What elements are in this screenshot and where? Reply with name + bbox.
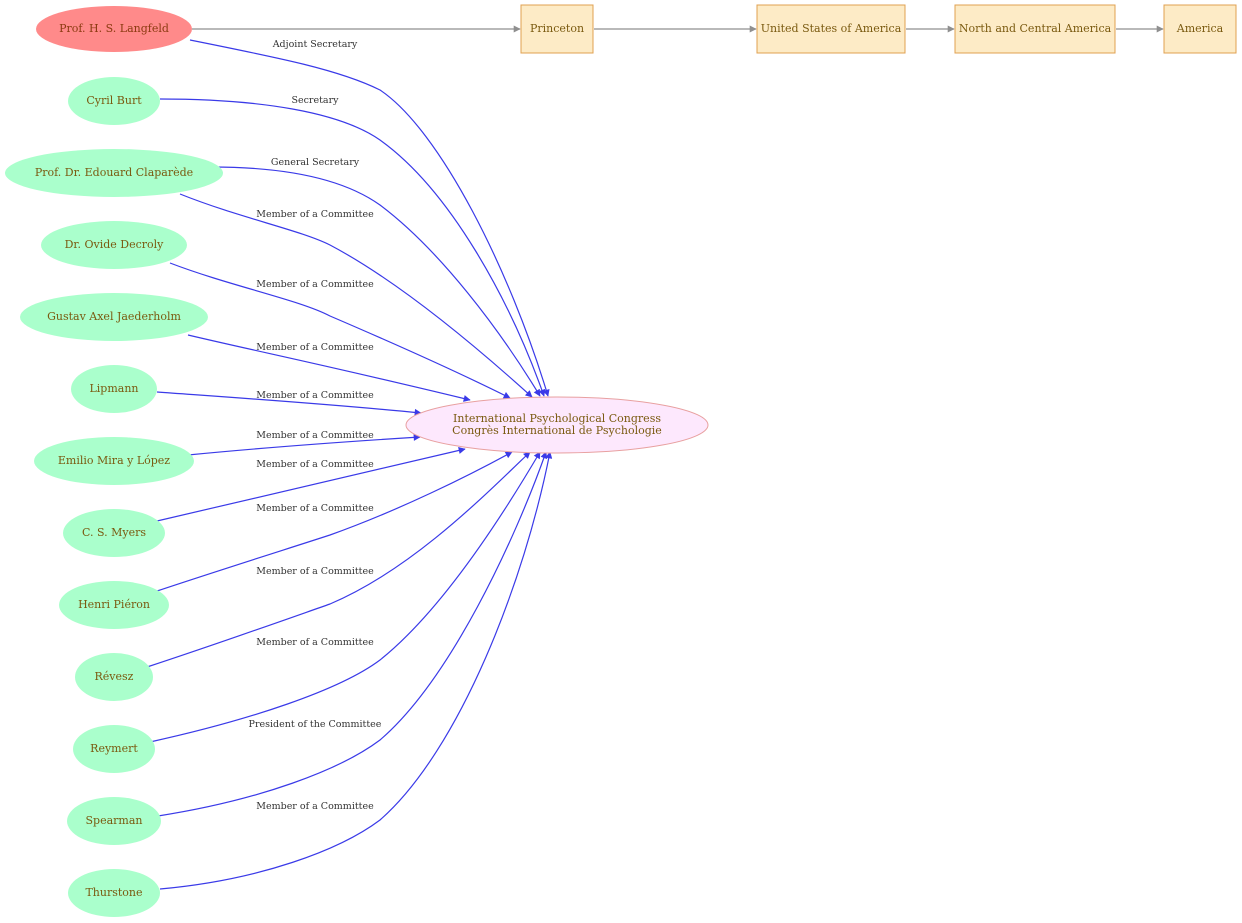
person-node-burt[interactable]: Cyril Burt [68, 77, 160, 125]
person-node-revesz[interactable]: Révesz [75, 653, 153, 701]
edge-label-thurstone: Member of a Committee [256, 801, 374, 812]
edge-jaederholm [187, 334, 471, 402]
place-node-princeton[interactable]: Princeton [520, 4, 594, 54]
edge-label-decroly: Member of a Committee [256, 279, 374, 290]
edge-decroly [169, 262, 511, 399]
congress-name-fr: Congrès International de Psychologie [452, 424, 662, 437]
place-label: United States of America [761, 22, 902, 35]
person-node-reymert[interactable]: Reymert [73, 725, 155, 773]
edge-pieron [156, 451, 513, 592]
edge-thurstone [159, 451, 553, 890]
edge-spearman [157, 451, 548, 817]
edge-label-burt: Secretary [291, 95, 339, 106]
edge-label-lipmann: Member of a Committee [256, 390, 374, 401]
person-label: Emilio Mira y López [58, 454, 170, 467]
membership-edges [146, 39, 553, 890]
person-label: C. S. Myers [82, 526, 146, 539]
edge-label-myers: Member of a Committee [256, 459, 374, 470]
person-label: Spearman [86, 814, 143, 827]
edge-label-claparede-secretary: General Secretary [271, 157, 360, 168]
person-label: Prof. Dr. Edouard Claparède [35, 166, 193, 179]
edge-label-spearman: President of the Committee [249, 719, 382, 730]
place-node-america[interactable]: America [1163, 4, 1237, 54]
person-label: Révesz [95, 670, 134, 683]
edge-myers [156, 446, 466, 522]
person-node-jaederholm[interactable]: Gustav Axel Jaederholm [20, 293, 208, 341]
edge-label-reymert: Member of a Committee [256, 637, 374, 648]
person-label: Cyril Burt [86, 94, 142, 107]
person-label: Dr. Ovide Decroly [65, 238, 165, 251]
person-node-decroly[interactable]: Dr. Ovide Decroly [41, 221, 187, 269]
person-node-myers[interactable]: C. S. Myers [63, 509, 165, 557]
person-label-langfeld: Prof. H. S. Langfeld [59, 22, 169, 35]
edge-label-jaederholm: Member of a Committee [256, 342, 374, 353]
edge-reymert [149, 451, 541, 743]
edge-label-langfeld: Adjoint Secretary [272, 39, 358, 50]
edge-claparede-member [179, 193, 533, 398]
person-node-claparede[interactable]: Prof. Dr. Edouard Claparède [5, 149, 223, 197]
edge-label-revesz: Member of a Committee [256, 566, 374, 577]
person-node-pieron[interactable]: Henri Piéron [59, 581, 169, 629]
person-node-langfeld[interactable]: Prof. H. S. Langfeld [36, 6, 192, 52]
people-nodes: Cyril Burt Prof. Dr. Edouard Claparède D… [5, 77, 223, 917]
edge-langfeld [189, 39, 550, 397]
edge-label-mira: Member of a Committee [256, 430, 374, 441]
place-label: Princeton [530, 22, 584, 35]
edge-labels: Adjoint Secretary Secretary General Secr… [249, 39, 382, 812]
place-node-north-central-america[interactable]: North and Central America [954, 4, 1116, 54]
person-label: Henri Piéron [78, 598, 150, 611]
edge-label-pieron: Member of a Committee [256, 503, 374, 514]
person-node-thurstone[interactable]: Thurstone [68, 869, 160, 917]
person-node-spearman[interactable]: Spearman [67, 797, 161, 845]
person-label: Gustav Axel Jaederholm [47, 310, 181, 323]
edge-mira [187, 433, 421, 456]
person-label: Reymert [90, 742, 138, 755]
person-label: Thurstone [85, 886, 142, 899]
congress-name-en: International Psychological Congress [453, 412, 661, 425]
place-nodes: Princeton United States of America North… [520, 4, 1237, 54]
edge-lipmann [156, 391, 422, 416]
edge-label-claparede-member: Member of a Committee [256, 209, 374, 220]
place-node-usa[interactable]: United States of America [756, 4, 906, 54]
place-label: North and Central America [959, 22, 1112, 35]
congress-node[interactable]: International Psychological Congress Con… [405, 396, 709, 454]
person-node-lipmann[interactable]: Lipmann [71, 365, 157, 413]
person-node-mira[interactable]: Emilio Mira y López [34, 437, 194, 485]
edge-revesz [146, 451, 531, 668]
edge-burt [159, 98, 546, 397]
edge-claparede-secretary [211, 166, 541, 397]
place-label: America [1176, 22, 1224, 35]
person-label: Lipmann [89, 382, 138, 395]
